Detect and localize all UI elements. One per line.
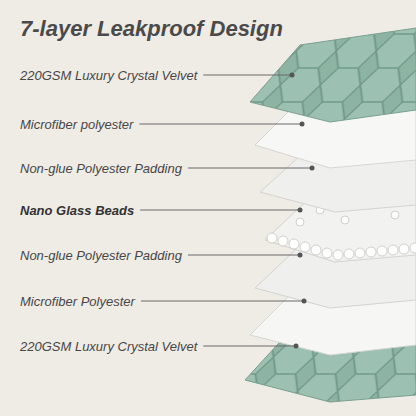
layer-label: Non-glue Polyester Padding	[20, 161, 182, 176]
leader-dot	[298, 208, 303, 213]
leader-line	[203, 75, 292, 76]
leader-line	[141, 301, 304, 302]
leader-line	[139, 124, 302, 125]
leader-dot	[294, 344, 299, 349]
layer-label: Microfiber Polyester	[20, 294, 135, 309]
leader-dot	[310, 166, 315, 171]
layer-label: 220GSM Luxury Crystal Velvet	[20, 339, 197, 354]
leader-dot	[298, 253, 303, 258]
leader-line	[203, 346, 296, 347]
layer-label: 220GSM Luxury Crystal Velvet	[20, 68, 197, 83]
leader-dot	[300, 122, 305, 127]
layer-label: Non-glue Polyester Padding	[20, 248, 182, 263]
leader-dot	[302, 299, 307, 304]
title: 7-layer Leakproof Design	[20, 16, 283, 42]
leader-line	[188, 255, 300, 256]
leader-line	[140, 210, 300, 211]
leader-dot	[290, 73, 295, 78]
layer-label: Microfiber polyester	[20, 117, 133, 132]
leader-line	[188, 168, 312, 169]
layer-label: Nano Glass Beads	[20, 203, 134, 218]
